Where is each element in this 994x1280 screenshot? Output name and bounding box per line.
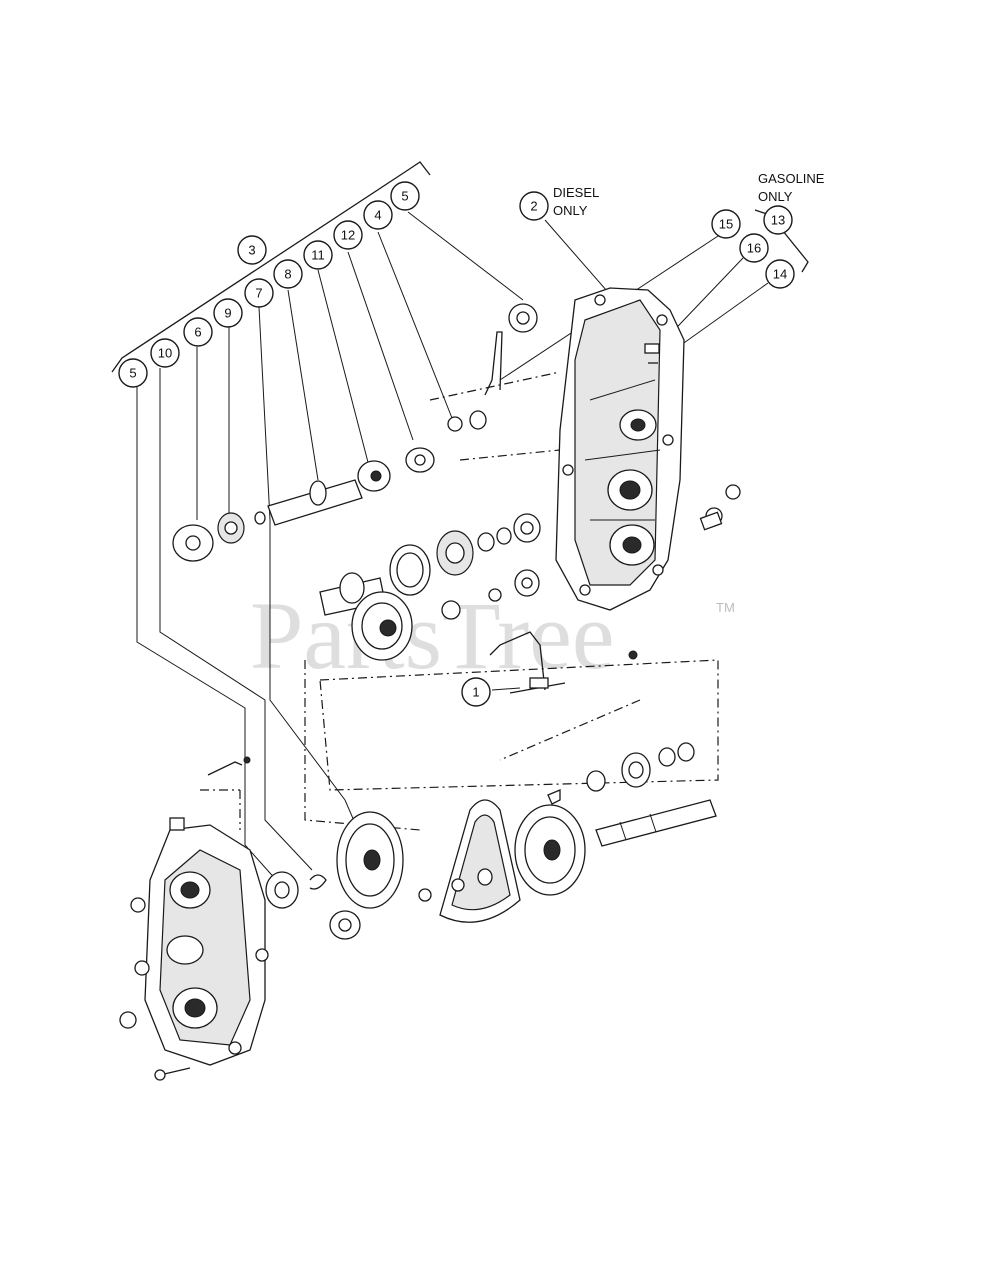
watermark-trademark: TM <box>716 600 735 615</box>
lower-drive-assembly <box>265 742 717 940</box>
housing-left <box>119 756 269 1081</box>
svg-text:15: 15 <box>719 217 733 232</box>
upper-shaft-assembly <box>172 303 538 562</box>
diesel-note-line2: ONLY <box>553 203 588 218</box>
svg-text:10: 10 <box>158 346 172 361</box>
callout-7: 7 <box>244 278 274 308</box>
callout-10: 10 <box>150 338 180 368</box>
bracket-group-gasoline <box>754 209 809 273</box>
gasoline-note-line1: GASOLINE <box>758 171 825 186</box>
callout-4: 4 <box>363 200 393 230</box>
svg-text:3: 3 <box>248 243 255 258</box>
callout-16: 16 <box>739 233 769 263</box>
callout-15: 15 <box>711 209 741 239</box>
svg-text:12: 12 <box>341 228 355 243</box>
svg-text:13: 13 <box>771 213 785 228</box>
svg-text:6: 6 <box>194 325 201 340</box>
svg-text:9: 9 <box>224 306 231 321</box>
svg-text:5: 5 <box>129 366 136 381</box>
svg-text:5: 5 <box>401 189 408 204</box>
callout-12: 12 <box>333 220 363 250</box>
svg-text:4: 4 <box>374 208 381 223</box>
svg-text:8: 8 <box>284 267 291 282</box>
svg-text:16: 16 <box>747 241 761 256</box>
callout-14: 14 <box>765 259 795 289</box>
callout-5-top: 5 <box>390 181 420 211</box>
gasoline-cap-parts <box>644 343 723 531</box>
callout-1: 1 <box>461 677 491 707</box>
callout-6: 6 <box>183 317 213 347</box>
callout-5-left: 5 <box>118 358 148 388</box>
callout-2: 2 <box>519 191 549 221</box>
svg-text:11: 11 <box>311 248 325 263</box>
callout-3: 3 <box>237 235 267 265</box>
watermark-text: PartsTree <box>250 582 614 689</box>
svg-text:1: 1 <box>472 685 479 700</box>
svg-text:7: 7 <box>255 286 262 301</box>
housing-right <box>555 287 685 611</box>
bracket-group-3 <box>111 161 431 373</box>
callout-9: 9 <box>213 298 243 328</box>
callout-13: 13 <box>763 205 793 235</box>
svg-text:2: 2 <box>530 199 537 214</box>
svg-text:14: 14 <box>773 267 787 282</box>
callout-11: 11 <box>303 240 333 270</box>
middle-gear-cluster <box>319 484 741 661</box>
diesel-note-line1: DIESEL <box>553 185 599 200</box>
callout-8: 8 <box>273 259 303 289</box>
shift-fork <box>489 631 638 694</box>
gasoline-note-line2: ONLY <box>758 189 793 204</box>
